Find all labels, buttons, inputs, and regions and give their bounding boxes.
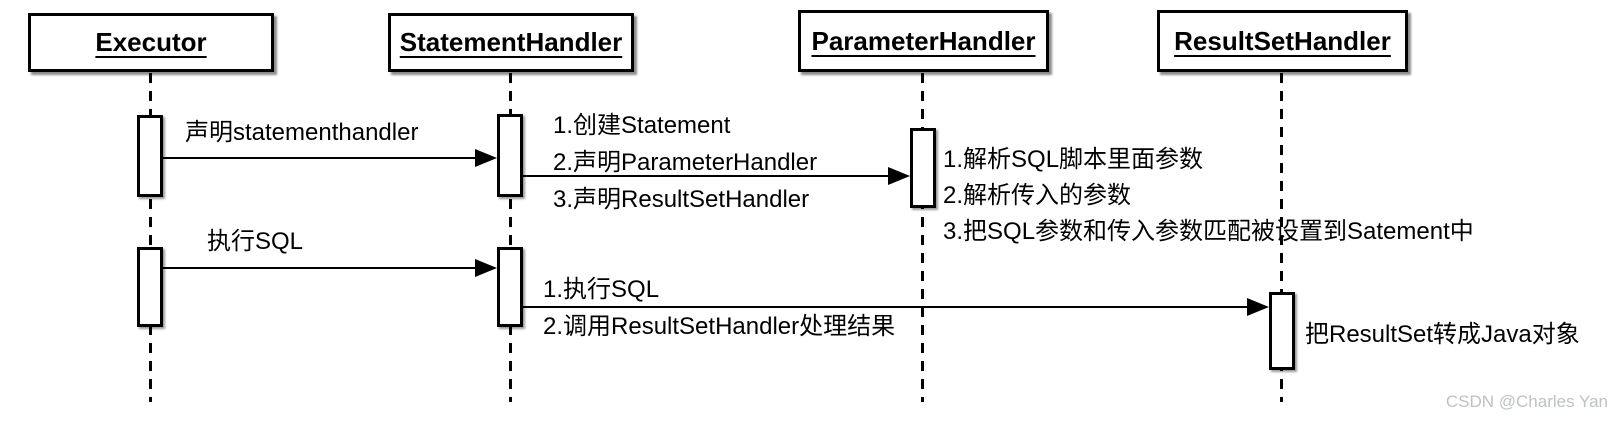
message-arrow-3-arrowhead-icon xyxy=(475,259,497,277)
message-label-2-line: 2.声明ParameterHandler xyxy=(553,149,818,176)
actor-box-statementhandler: StatementHandler xyxy=(388,13,634,72)
lifeline-executor xyxy=(149,73,152,402)
lifeline-statementhandler xyxy=(509,73,512,402)
message-label-1: 声明statementhandler xyxy=(185,114,418,151)
activation-executor-2 xyxy=(137,247,163,327)
activation-resultsethandler xyxy=(1269,292,1295,370)
message-arrow-3-line xyxy=(163,267,477,269)
message-label-1-line: 声明statementhandler xyxy=(185,119,419,146)
message-arrow-2-line xyxy=(523,175,890,177)
message-arrow-4-arrowhead-icon xyxy=(1247,298,1269,316)
activation-statementhandler-2 xyxy=(497,247,523,327)
message-label-3: 执行SQL xyxy=(207,223,303,260)
lifeline-parameterhandler xyxy=(921,73,924,402)
message-label-4-line: 1.执行SQL xyxy=(543,276,660,303)
message-label-4-line: 2.调用ResultSetHandler处理结果 xyxy=(543,313,896,340)
actor-box-parameterhandler: ParameterHandler xyxy=(798,10,1049,72)
message-label-2-line: 1.创建Statement xyxy=(553,112,731,139)
activation-parameterhandler xyxy=(910,128,936,208)
activation-statementhandler-1 xyxy=(497,114,523,197)
actor-label-parameterhandler: ParameterHandler xyxy=(811,25,1036,56)
message-label-2: 1.创建Statement 2.声明ParameterHandler 3.声明R… xyxy=(553,107,817,218)
actor-box-resultsethandler: ResultSetHandler xyxy=(1157,10,1408,72)
actor-label-statementhandler: StatementHandler xyxy=(399,27,623,57)
note-parameterhandler-line: 1.解析SQL脚本里面参数 xyxy=(943,146,1204,173)
message-label-4: 1.执行SQL 2.调用ResultSetHandler处理结果 xyxy=(543,271,895,345)
actor-label-executor: Executor xyxy=(95,27,207,57)
watermark: CSDN @Charles Yan xyxy=(1445,392,1608,411)
note-resultsethandler: 把ResultSet转成Java对象 xyxy=(1305,317,1580,353)
message-label-2-line: 3.声明ResultSetHandler xyxy=(553,186,810,213)
lifeline-resultsethandler xyxy=(1280,73,1283,402)
message-arrow-4-line xyxy=(523,306,1249,308)
note-parameterhandler-line: 3.把SQL参数和传入参数匹配被设置到Satement中 xyxy=(943,218,1474,245)
activation-executor-1 xyxy=(137,115,163,197)
actor-box-executor: Executor xyxy=(28,13,274,72)
message-label-3-line: 执行SQL xyxy=(207,228,304,255)
note-parameterhandler: 1.解析SQL脚本里面参数 2.解析传入的参数 3.把SQL参数和传入参数匹配被… xyxy=(943,142,1474,250)
actor-label-resultsethandler: ResultSetHandler xyxy=(1174,25,1391,56)
message-arrow-1-arrowhead-icon xyxy=(475,149,497,167)
note-resultsethandler-line: 把ResultSet转成Java对象 xyxy=(1305,321,1580,348)
message-arrow-2-arrowhead-icon xyxy=(888,167,910,185)
message-arrow-1-line xyxy=(163,157,477,159)
note-parameterhandler-line: 2.解析传入的参数 xyxy=(943,182,1132,209)
